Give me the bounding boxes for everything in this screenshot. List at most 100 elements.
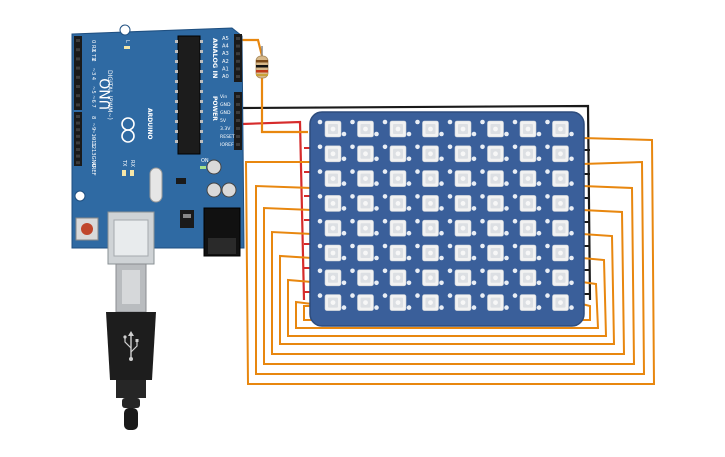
- neopixel-led[interactable]: [447, 194, 477, 212]
- neopixel-led[interactable]: [480, 218, 509, 237]
- neopixel-led[interactable]: [350, 268, 379, 287]
- neopixel-led[interactable]: [415, 243, 444, 262]
- neopixel-led[interactable]: [545, 268, 574, 287]
- neopixel-led[interactable]: [350, 243, 379, 262]
- neopixel-led[interactable]: [480, 194, 509, 212]
- neopixel-led[interactable]: [480, 169, 509, 187]
- neopixel-led[interactable]: [512, 194, 542, 212]
- neopixel-led[interactable]: [512, 268, 542, 287]
- digital-pin[interactable]: [76, 57, 80, 61]
- neopixel-led[interactable]: [350, 293, 379, 311]
- neopixel-led[interactable]: [317, 243, 347, 262]
- digital-pin[interactable]: [76, 154, 80, 158]
- neopixel-led[interactable]: [447, 293, 477, 311]
- power-pin[interactable]: [236, 143, 240, 146]
- digital-pin[interactable]: [76, 66, 80, 70]
- digital-pin[interactable]: [76, 128, 80, 132]
- resistor[interactable]: [255, 46, 269, 79]
- neopixel-led[interactable]: [512, 243, 542, 262]
- neopixel-led[interactable]: [317, 268, 347, 287]
- power-pin[interactable]: [236, 103, 240, 106]
- neopixel-led[interactable]: [447, 268, 477, 287]
- reset-button-cap[interactable]: [81, 223, 93, 235]
- neopixel-led[interactable]: [415, 194, 444, 212]
- neopixel-led[interactable]: [317, 119, 347, 138]
- neopixel-led[interactable]: [545, 144, 574, 163]
- neopixel-led[interactable]: [447, 144, 477, 163]
- power-pin[interactable]: [236, 111, 240, 114]
- digital-pin[interactable]: [76, 115, 80, 118]
- neopixel-led[interactable]: [480, 144, 509, 163]
- neopixel-led[interactable]: [545, 243, 574, 262]
- neopixel-led[interactable]: [317, 194, 347, 212]
- neopixel-led[interactable]: [415, 169, 444, 187]
- neopixel-led[interactable]: [545, 169, 574, 187]
- neopixel-led[interactable]: [415, 268, 444, 287]
- neopixel-led[interactable]: [382, 169, 412, 187]
- digital-pin[interactable]: [76, 48, 80, 52]
- neopixel-led[interactable]: [382, 144, 412, 163]
- analog-pin[interactable]: [236, 75, 240, 78]
- neopixel-led[interactable]: [545, 218, 574, 237]
- neopixel-matrix-8x8[interactable]: [309, 111, 585, 327]
- neopixel-led[interactable]: [317, 169, 347, 187]
- neopixel-led[interactable]: [480, 243, 509, 262]
- neopixel-led[interactable]: [480, 293, 509, 311]
- neopixel-led[interactable]: [415, 293, 444, 311]
- neopixel-led[interactable]: [317, 144, 347, 163]
- power-pin[interactable]: [236, 135, 240, 138]
- neopixel-led[interactable]: [447, 218, 477, 237]
- digital-pin[interactable]: [76, 141, 80, 145]
- analog-pin[interactable]: [236, 59, 240, 63]
- digital-pin[interactable]: [76, 161, 80, 165]
- neopixel-led[interactable]: [512, 169, 542, 187]
- neopixel-led[interactable]: [317, 218, 347, 237]
- neopixel-led[interactable]: [545, 119, 574, 138]
- neopixel-led[interactable]: [350, 144, 379, 163]
- digital-pin[interactable]: [76, 121, 80, 125]
- neopixel-led[interactable]: [447, 169, 477, 187]
- neopixel-led[interactable]: [415, 144, 444, 163]
- neopixel-led[interactable]: [545, 293, 574, 311]
- power-pin[interactable]: [236, 95, 240, 98]
- neopixel-led[interactable]: [382, 218, 412, 237]
- analog-header[interactable]: [234, 34, 242, 82]
- neopixel-led[interactable]: [382, 119, 412, 138]
- digital-pin[interactable]: [76, 85, 80, 88]
- neopixel-led[interactable]: [447, 119, 477, 138]
- neopixel-led[interactable]: [545, 194, 574, 212]
- power-pin[interactable]: [236, 127, 240, 130]
- neopixel-led[interactable]: [512, 119, 542, 138]
- neopixel-led[interactable]: [382, 268, 412, 287]
- analog-pin[interactable]: [236, 44, 240, 48]
- neopixel-led[interactable]: [480, 268, 509, 287]
- digital-pin[interactable]: [76, 103, 80, 107]
- digital-pin[interactable]: [76, 75, 80, 79]
- neopixel-led[interactable]: [350, 218, 379, 237]
- neopixel-led[interactable]: [415, 218, 444, 237]
- neopixel-led[interactable]: [480, 119, 509, 138]
- neopixel-led[interactable]: [350, 194, 379, 212]
- digital-header-upper[interactable]: [74, 36, 82, 110]
- usb-cable[interactable]: [106, 263, 156, 430]
- digital-pin[interactable]: [76, 134, 80, 138]
- analog-pin[interactable]: [236, 67, 240, 71]
- neopixel-led[interactable]: [512, 144, 542, 163]
- analog-pin[interactable]: [236, 52, 240, 56]
- digital-pin[interactable]: [76, 94, 80, 98]
- digital-pin[interactable]: [76, 39, 80, 42]
- power-pin[interactable]: [236, 119, 240, 122]
- neopixel-led[interactable]: [382, 293, 412, 311]
- neopixel-led[interactable]: [317, 293, 347, 311]
- neopixel-led[interactable]: [512, 218, 542, 237]
- analog-pin[interactable]: [236, 37, 240, 40]
- neopixel-led[interactable]: [382, 243, 412, 262]
- neopixel-led[interactable]: [447, 243, 477, 262]
- matrix-chain-wires[interactable]: [244, 137, 656, 385]
- neopixel-led[interactable]: [382, 194, 412, 212]
- neopixel-led[interactable]: [512, 293, 542, 311]
- neopixel-led[interactable]: [350, 119, 379, 138]
- digital-pin[interactable]: [76, 148, 80, 151]
- data-wire-input[interactable]: [242, 38, 308, 134]
